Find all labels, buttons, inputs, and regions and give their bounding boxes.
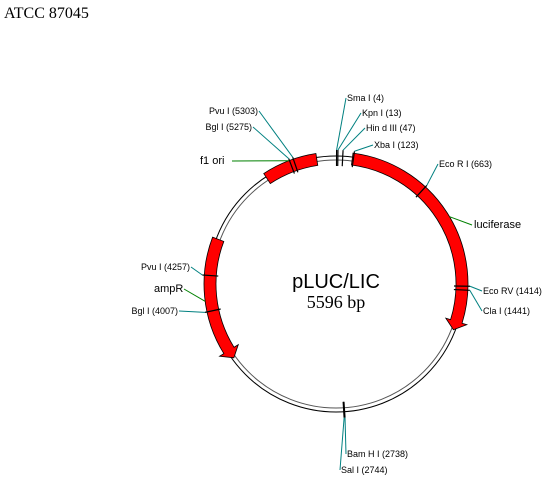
site-label-6: Cla I (1441) <box>483 306 530 316</box>
feature-label-0: luciferase <box>474 219 521 231</box>
feature-label-2: ampR <box>154 283 183 295</box>
site-tick-6 <box>453 288 470 291</box>
site-tick-8 <box>342 401 345 418</box>
plasmid-name: pLUC/LIC <box>292 271 380 293</box>
site-leader-1 <box>337 112 362 151</box>
site-leader-2 <box>342 127 366 151</box>
plasmid-size: 5596 bp <box>307 292 366 312</box>
site-leader-7 <box>344 417 347 455</box>
site-leader-12 <box>258 110 294 158</box>
site-leader-0 <box>336 97 347 151</box>
site-label-2: Hin d III (47) <box>366 123 416 133</box>
feature-label-1: f1 ori <box>200 155 224 167</box>
site-tick-3 <box>351 151 356 168</box>
site-label-9: Bgl I (4007) <box>131 306 178 316</box>
site-label-8: Sal I (2744) <box>341 465 388 475</box>
site-leader-4 <box>426 163 439 186</box>
site-label-5: Eco RV (1414) <box>483 286 542 296</box>
site-label-1: Kpn I (13) <box>362 108 402 118</box>
site-tick-4 <box>415 185 428 198</box>
feature-leader-2 <box>183 288 206 302</box>
site-leader-5 <box>469 285 483 292</box>
site-label-11: Bgl I (5275) <box>205 122 252 132</box>
site-tick-2 <box>341 150 344 167</box>
site-tick-11 <box>288 158 295 174</box>
site-leader-9 <box>178 310 206 313</box>
feature-arc-2 <box>203 236 240 359</box>
site-leader-6 <box>469 290 483 312</box>
site-label-4: Eco R I (663) <box>439 159 492 169</box>
site-tick-9 <box>204 308 221 313</box>
site-label-3: Xba I (123) <box>374 140 419 150</box>
site-tick-12 <box>292 156 299 173</box>
site-leader-3 <box>354 144 374 152</box>
site-label-7: Bam H I (2738) <box>347 449 408 459</box>
site-tick-7 <box>343 401 346 418</box>
site-label-0: Sma I (4) <box>347 93 384 103</box>
site-leader-11 <box>252 126 290 159</box>
site-leader-10 <box>190 266 203 276</box>
site-label-12: Pvu I (5303) <box>209 106 258 116</box>
feature-arc-1 <box>263 153 319 185</box>
feature-arc-0 <box>351 152 469 331</box>
strain-label: ATCC 87045 <box>4 5 89 22</box>
feature-leader-0 <box>449 216 473 226</box>
site-leader-8 <box>339 417 345 471</box>
site-tick-10 <box>202 274 219 277</box>
site-label-10: Pvu I (4257) <box>141 262 190 272</box>
